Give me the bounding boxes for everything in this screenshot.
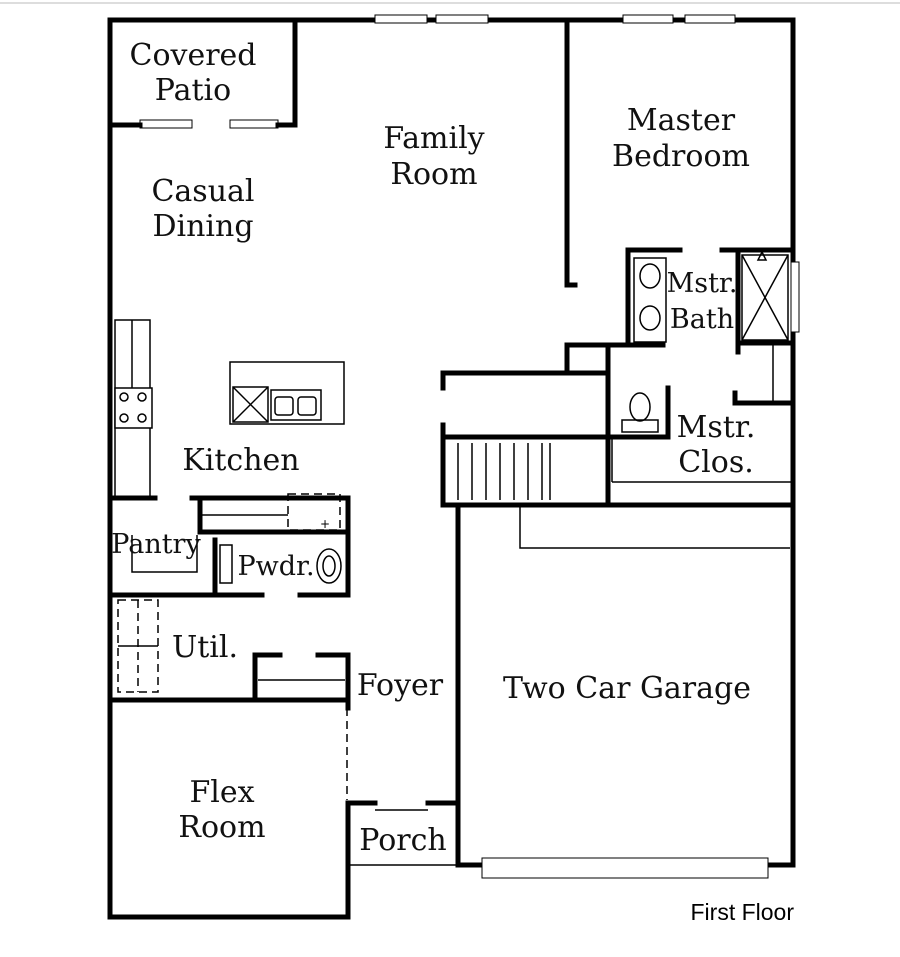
label-family-room-2: Room (390, 157, 477, 192)
label-mstr-bath-1: Mstr. (667, 268, 738, 299)
svg-text:+: + (320, 517, 330, 531)
fixtures: + (114, 250, 793, 879)
bath-sink-icon (639, 263, 661, 289)
label-master-bedroom-2: Bedroom (612, 139, 750, 174)
kitchen-island (229, 361, 345, 425)
toilet-icon (629, 392, 651, 422)
label-mstr-clos-1: Mstr. (677, 410, 756, 445)
bath-sink-icon-2 (639, 305, 661, 331)
interior-walls (107, 17, 796, 711)
label-family-room-1: Family (383, 121, 484, 156)
label-pwdr: Pwdr. (237, 551, 314, 582)
label-master-bedroom-1: Master (627, 103, 736, 138)
label-flex-room-1: Flex (189, 775, 254, 810)
floor-title: First Floor (691, 899, 795, 925)
label-foyer: Foyer (357, 668, 444, 703)
label-casual-dining-1: Casual (151, 174, 254, 209)
label-covered-patio-1: Covered (129, 38, 256, 73)
shower-icon (741, 254, 789, 341)
label-two-car-garage: Two Car Garage (503, 671, 751, 706)
label-flex-room-2: Room (178, 810, 265, 845)
label-util: Util. (172, 630, 238, 665)
label-covered-patio-2: Patio (155, 73, 231, 108)
label-kitchen: Kitchen (182, 443, 299, 478)
staircase (457, 443, 551, 500)
label-mstr-bath-2: Bath (670, 304, 734, 335)
label-mstr-clos-2: Clos. (678, 445, 754, 480)
pwdr-sink-icon (316, 548, 342, 584)
garage-door (481, 857, 769, 879)
windows (139, 14, 800, 333)
label-pantry: Pantry (111, 529, 201, 560)
label-porch: Porch (359, 823, 447, 858)
room-labels: Covered Patio Family Room Master Bedroom… (111, 38, 794, 925)
label-casual-dining-2: Dining (152, 209, 253, 244)
